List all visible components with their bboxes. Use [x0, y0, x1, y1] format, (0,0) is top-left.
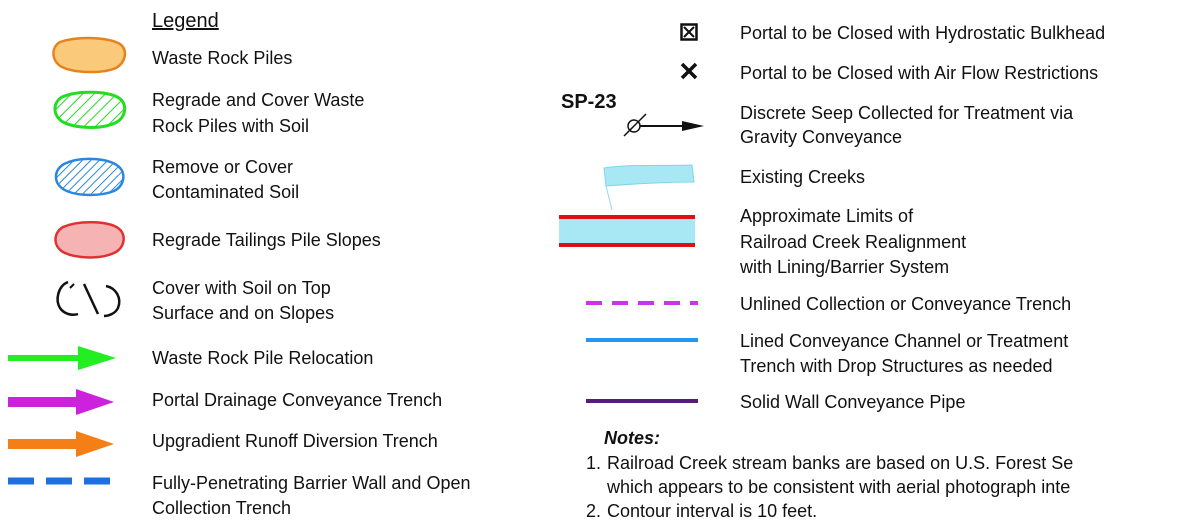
note-text: which appears to be consistent with aeri… — [607, 477, 1071, 497]
legend-label: Collection Trench — [152, 498, 292, 518]
legend-label: Existing Creeks — [740, 167, 866, 187]
waste-rock-pile-icon — [52, 36, 127, 74]
note-number: 2. — [586, 501, 602, 521]
legend-label: Discrete Seep Collected for Treatment vi… — [740, 103, 1074, 123]
seep-code-label: SP-23 — [561, 91, 617, 113]
legend-label: Contaminated Soil — [152, 182, 300, 202]
legend-label: Waste Rock Pile Relocation — [152, 348, 374, 368]
creek-icon — [603, 164, 695, 211]
red-pile-icon — [54, 221, 125, 259]
purple-dashed-line-icon — [586, 301, 698, 305]
blue-line-icon — [586, 338, 698, 342]
legend-label: Regrade Tailings Pile Slopes — [152, 230, 381, 250]
legend-title: Legend — [152, 10, 219, 32]
boxed-x-icon — [680, 23, 698, 41]
x-mark-icon — [680, 62, 698, 80]
legend-label: Surface and on Slopes — [152, 303, 335, 323]
legend-label: Upgradient Runoff Diversion Trench — [152, 431, 438, 451]
legend-label: Trench with Drop Structures as needed — [740, 356, 1053, 376]
green-hatch-pile-icon — [53, 90, 127, 129]
legend-label: Remove or Cover — [152, 157, 294, 177]
legend-label: Portal to be Closed with Air Flow Restri… — [740, 63, 1099, 83]
note-number: 1. — [586, 453, 602, 473]
purple-arrow-icon — [8, 389, 114, 415]
legend-label: Portal Drainage Conveyance Trench — [152, 390, 443, 410]
seep-arrow-icon — [623, 113, 704, 137]
soil-cover-icon — [56, 280, 121, 318]
legend-label: Fully-Penetrating Barrier Wall and Open — [152, 473, 471, 493]
legend-label: Railroad Creek Realignment — [740, 232, 967, 252]
legend-label: Gravity Conveyance — [740, 127, 903, 147]
legend-label: Waste Rock Piles — [152, 48, 293, 68]
legend-label: Rock Piles with Soil — [152, 116, 310, 136]
legend-label: Portal to be Closed with Hydrostatic Bul… — [740, 23, 1106, 43]
creek-realignment-icon — [559, 215, 695, 247]
blue-hatch-pile-icon — [54, 157, 125, 197]
legend-label: with Lining/Barrier System — [740, 257, 950, 277]
blue-dashed-line-icon — [8, 477, 114, 485]
legend-label: Approximate Limits of — [740, 206, 914, 226]
legend-label: Solid Wall Conveyance Pipe — [740, 392, 966, 412]
note-text: Railroad Creek stream banks are based on… — [607, 453, 1074, 473]
legend-label: Lined Conveyance Channel or Treatment — [740, 331, 1069, 351]
legend-label: Unlined Collection or Conveyance Trench — [740, 294, 1072, 314]
purple-pipe-line-icon — [586, 399, 698, 403]
legend-label: Regrade and Cover Waste — [152, 90, 365, 110]
note-text: Contour interval is 10 feet. — [607, 501, 818, 521]
legend-label: Cover with Soil on Top — [152, 278, 331, 298]
green-arrow-icon — [8, 346, 116, 370]
orange-arrow-icon — [8, 431, 114, 457]
notes-title: Notes: — [604, 428, 661, 448]
